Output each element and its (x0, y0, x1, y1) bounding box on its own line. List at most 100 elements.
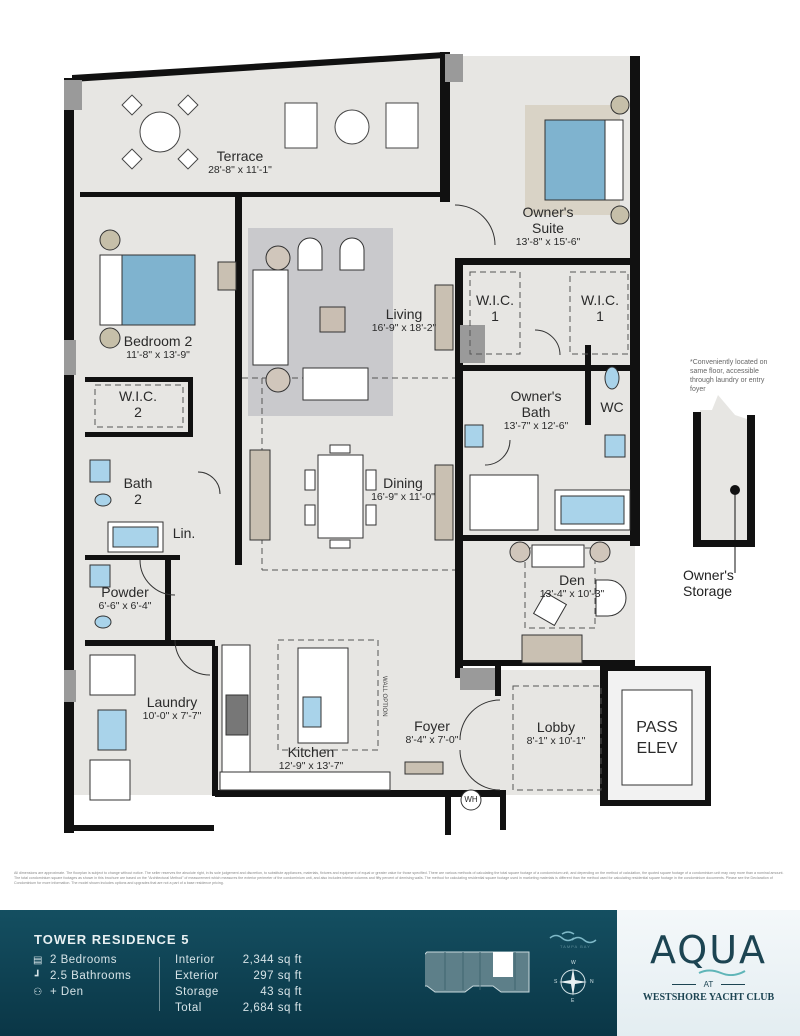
feature-den: ⚇+ Den (32, 986, 84, 998)
room-name: ELEV (636, 740, 678, 757)
room-dims: 6'-6" x 6'-4" (98, 600, 152, 612)
logo-at: AT (703, 980, 714, 989)
door-swings (139, 204, 561, 791)
room-dims: 13'-8" x 15'-6" (515, 236, 581, 248)
room-dims: 16'-9" x 18'-2" (371, 322, 437, 334)
room-name: Bath (521, 404, 551, 420)
area-name: Interior (175, 954, 215, 966)
room-wic-2: W.I.C.2 (119, 388, 157, 420)
area-value: 43 sq ft (260, 986, 302, 998)
columns (64, 54, 495, 702)
room-name: Terrace (216, 148, 264, 164)
room-name: 2 (134, 491, 142, 507)
room-water-heater: WH (464, 795, 478, 804)
room-dims: 12'-9" x 13'-7" (278, 760, 344, 772)
room-name: Laundry (146, 694, 198, 710)
room-name: Owner's (510, 388, 562, 404)
logo-rule (672, 984, 696, 985)
feature-bathrooms: ┛ 2.5 Bathrooms (32, 970, 131, 982)
room-name: Bedroom 2 (123, 333, 193, 349)
room-dims: 8'-1" x 10'-1" (526, 735, 586, 747)
aqua-logo: AQUA AT WESTSHORE YACHT CLUB (617, 910, 800, 1036)
storage-label-line: Owner's (683, 567, 734, 583)
bath-fixtures (89, 366, 631, 801)
compass-n: N (590, 979, 594, 985)
room-name: Dining (383, 475, 423, 491)
bathtub-icon: ┛ (34, 971, 42, 982)
area-name: Storage (175, 986, 219, 998)
feature-bedrooms: ▤2 Bedrooms (32, 954, 117, 966)
room-wic-1: W.I.C.1 (581, 292, 619, 324)
logo-wave-icon (698, 969, 746, 976)
unit-highlight (493, 952, 513, 977)
den-furniture (509, 541, 627, 664)
tampa-bay-label: TAMPA BAY (560, 944, 591, 949)
room-name: Living (385, 306, 423, 322)
feature-label: + Den (50, 986, 84, 998)
logo-name: AQUA (649, 928, 768, 972)
room-name: W.I.C. (580, 292, 620, 308)
disclaimer: All dimensions are approximate. The floo… (14, 871, 784, 885)
bed-icon: ▤ (33, 955, 43, 966)
compass-rose-icon (559, 968, 587, 996)
kitchen-fixtures (219, 644, 391, 791)
room-name: W.I.C. (475, 292, 515, 308)
room-name: W.I.C. (118, 388, 158, 404)
room-name: 1 (596, 308, 604, 324)
logo-rule (721, 984, 745, 985)
room-name: Powder (101, 584, 149, 600)
room-linen: Lin. (173, 525, 196, 541)
info-banner: TOWER RESIDENCE 5 ▤2 Bedrooms ┛2.5 Bathr… (0, 910, 617, 1036)
compass-w: W (571, 960, 576, 966)
area-value: 2,684 sq ft (242, 1002, 302, 1014)
room-name: Foyer (414, 718, 450, 734)
room-name: PASS (636, 719, 678, 736)
room-dims: 16'-9" x 11'-0" (371, 491, 435, 503)
walls (64, 52, 755, 835)
room-name: Lin. (172, 525, 196, 541)
room-name: WC (600, 399, 624, 415)
room-name: Kitchen (287, 744, 335, 760)
room-name: Lobby (536, 719, 576, 735)
compass-e: E (571, 998, 575, 1004)
compass-s: S (554, 979, 558, 985)
waves-icon (549, 931, 597, 944)
room-dims: 13'-7" x 12'-6" (503, 420, 569, 432)
terrace-furniture (121, 94, 419, 170)
storage-label-line: Storage (683, 583, 733, 599)
area-name: Exterior (175, 970, 219, 982)
area-value: 2,344 sq ft (242, 954, 302, 966)
bed (99, 95, 630, 349)
divider (159, 957, 160, 1011)
feature-label: 2.5 Bathrooms (50, 970, 132, 982)
room-dims: 10'-0" x 7'-7" (142, 710, 202, 722)
room-dims: 13'-4" x 10'-3" (539, 588, 605, 600)
wall-option-label: WALL OPTION (381, 676, 387, 717)
storage-note: *Conveniently located on same floor, acc… (690, 359, 768, 393)
elevator-car (621, 689, 693, 786)
area-name: Total (175, 1002, 202, 1014)
room-dims: 11'-8" x 13'-9" (126, 349, 190, 361)
room-name: Bath (123, 475, 153, 491)
room-dims: 8'-4" x 7'-0" (405, 734, 459, 746)
room-name: 2 (134, 404, 142, 420)
room-name: Den (559, 572, 585, 588)
foyer-console (404, 761, 444, 775)
room-dims: 28'-8" x 11'-1" (208, 164, 272, 176)
water-heater-icon (460, 789, 482, 811)
room-name: 1 (491, 308, 499, 324)
